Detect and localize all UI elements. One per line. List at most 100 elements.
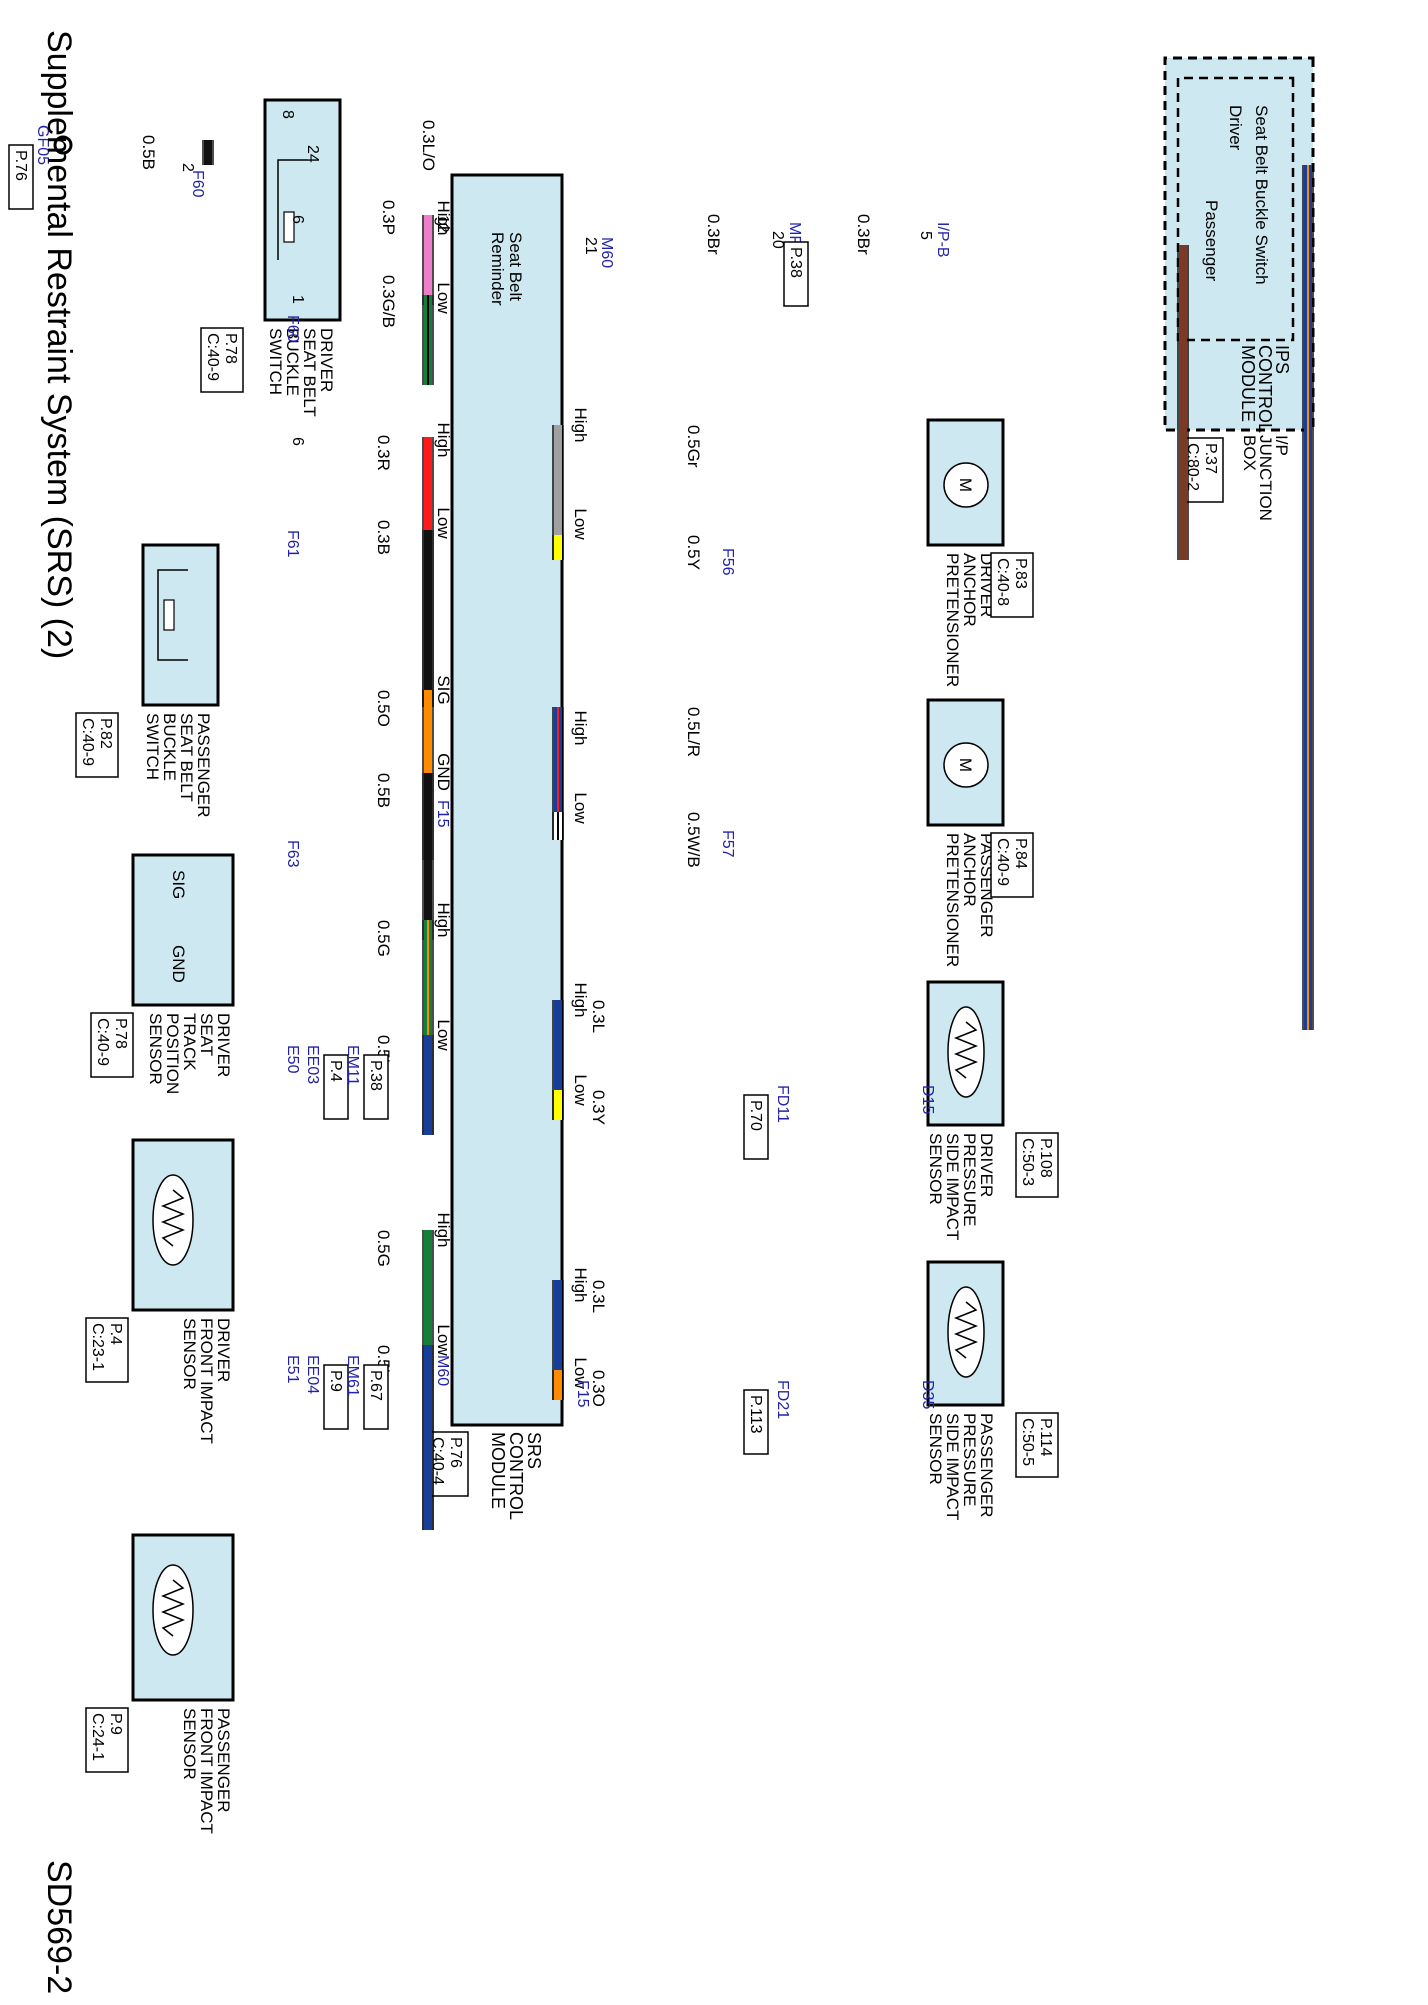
mf11-ref-box	[783, 241, 809, 307]
passenger-buckle-name-line: SWITCH	[143, 713, 162, 780]
connector-id: F60	[284, 315, 301, 343]
srs-pin-label: High	[434, 903, 453, 938]
passenger-front-impact-name-line: FRONT IMPACT	[197, 1708, 216, 1834]
ground-ref-text: P.76	[12, 150, 29, 181]
connector-id: M60	[434, 1355, 451, 1386]
resistor-icon	[163, 599, 175, 631]
wire-label: 0.5Gr	[684, 425, 703, 468]
wire-label: 0.3B	[374, 520, 393, 555]
wire-label: 0.5B	[374, 773, 393, 808]
driver-buckle-ref-box	[200, 327, 244, 393]
connector-id: D35	[919, 1380, 936, 1409]
motor-icon	[943, 742, 989, 788]
passenger-front-impact-ref-text: C:24-1	[89, 1713, 106, 1761]
ip-junction-box-label-line: JUNCTION	[1256, 435, 1275, 521]
srs-module-ref-text: P.76	[447, 1437, 464, 1468]
connector-id: E50	[284, 1045, 301, 1074]
srs-pin-label: High	[571, 1268, 590, 1303]
connector-id: F57	[719, 830, 736, 858]
srs-module-name-line: CONTROL	[506, 1432, 526, 1520]
pin-number: 2	[179, 163, 196, 172]
pin-number: 20	[769, 231, 786, 249]
driver-pressure-name-line: SIDE IMPACT	[943, 1133, 962, 1240]
pin-number: 6	[289, 215, 306, 224]
passenger-anchor-ref-box	[990, 832, 1034, 898]
connector-id: F63	[284, 840, 301, 868]
wire-label: 0.3L	[589, 1280, 608, 1313]
ip-junction-ref-text: P.37	[1202, 443, 1219, 474]
passenger-anchor-ref-text: C:40-9	[994, 838, 1011, 886]
passenger-buckle-ref-text: C:40-9	[79, 718, 96, 766]
switch-circuit	[277, 159, 308, 260]
wire-label: 0.3L/O	[419, 120, 438, 171]
ips-module-name-line: MODULE	[1238, 345, 1258, 422]
driver-anchor-name-line: PRETENSIONER	[943, 553, 962, 687]
track-sensor-ref-text: P.78	[112, 1018, 129, 1049]
ee03-ref-box	[323, 1054, 349, 1120]
passenger-buckle-name-line: SEAT BELT	[177, 713, 196, 802]
srs-pin-label: High	[434, 201, 453, 236]
connector-id: E51	[284, 1355, 301, 1384]
srs-module-name-line: SRS	[524, 1432, 544, 1469]
wire-label: 0.3Br	[704, 214, 723, 255]
wire-label: 0.3Br	[854, 214, 873, 255]
srs-pin-label: Low	[571, 508, 590, 540]
connector-id: I/P-B	[934, 222, 951, 258]
pin-number: 12	[434, 215, 451, 233]
wire-label: 0.5G	[374, 1230, 393, 1267]
track-sensor-name-line: TRACK	[180, 1013, 199, 1071]
resistor-icon	[283, 211, 295, 243]
passenger-buckle-name-line: BUCKLE	[160, 713, 179, 781]
mf11-ref-text: P.38	[787, 247, 804, 278]
driver-buckle-name-line: DRIVER	[317, 328, 336, 392]
connector-id: EM11	[344, 1045, 361, 1086]
wire-label: 0.3Y	[589, 1090, 608, 1125]
passenger-front-impact-ref-box	[85, 1707, 129, 1773]
track-sensor-ref-box	[90, 1012, 134, 1078]
track-sensor-name-line: DRIVER	[214, 1013, 233, 1077]
srs-pin-label: Low	[571, 792, 590, 824]
ips-module-name-line: CONTROL	[1255, 345, 1275, 433]
passenger-buckle-ref-text: P.82	[97, 718, 114, 749]
ground-id: GF05	[34, 125, 51, 165]
ee04-ref-text: P.9	[327, 1370, 344, 1392]
em61-ref-text: P.67	[367, 1370, 384, 1401]
passenger-pressure-name-line: PASSENGER	[977, 1413, 996, 1518]
driver-pressure-name-line: SENSOR	[926, 1133, 945, 1205]
driver-front-impact-name-line: DRIVER	[214, 1318, 233, 1382]
driver-pressure-name-line: DRIVER	[977, 1133, 996, 1197]
passenger-pressure-ref-text: C:50-5	[1019, 1418, 1036, 1466]
wire-label: 0.3R	[374, 435, 393, 471]
seat-belt-buckle-switch-label: Seat Belt Buckle Switch	[1252, 105, 1271, 285]
passenger-seat-belt-buckle-switch	[141, 543, 220, 707]
pin-number: 1	[289, 295, 306, 304]
wire-label: 0.3L	[589, 1000, 608, 1033]
connector-id: F56	[719, 548, 736, 576]
connector-id: F60	[189, 170, 206, 198]
motor-icon	[943, 462, 989, 508]
driver-front-impact-name-line: SENSOR	[180, 1318, 199, 1390]
resistor-icon	[152, 1174, 194, 1266]
connector-id: F61	[284, 530, 301, 558]
em61-ref-box	[363, 1364, 389, 1430]
connector-id: F15	[574, 1380, 591, 1408]
driver-buckle-ref-text: C:40-9	[204, 333, 221, 381]
driver-seat-belt-buckle-switch	[263, 98, 342, 322]
srs-pin-label: Low	[434, 507, 453, 539]
driver-anchor-ref-text: P.83	[1012, 558, 1029, 589]
connector-id: M60	[598, 237, 615, 268]
srs-pin-label: Low	[571, 1357, 590, 1389]
driver-anchor-name-line: ANCHOR	[960, 553, 979, 627]
driver-front-impact-ref-box	[85, 1317, 129, 1383]
driver-pressure-ref-text: P.108	[1037, 1138, 1054, 1178]
driver-buckle-name-line: SWITCH	[266, 328, 285, 395]
srs-pin-label: SIG	[434, 675, 453, 704]
wire-label: 0.3O	[589, 1370, 608, 1407]
switch-circuit	[157, 569, 188, 661]
driver-buckle-name-line: BUCKLE	[283, 328, 302, 396]
passenger-pressure-name-line: SENSOR	[926, 1413, 945, 1485]
passenger-anchor-name-line: ANCHOR	[960, 833, 979, 907]
ground-ref-box	[8, 144, 34, 210]
wire-label: 0.5B	[139, 135, 158, 170]
